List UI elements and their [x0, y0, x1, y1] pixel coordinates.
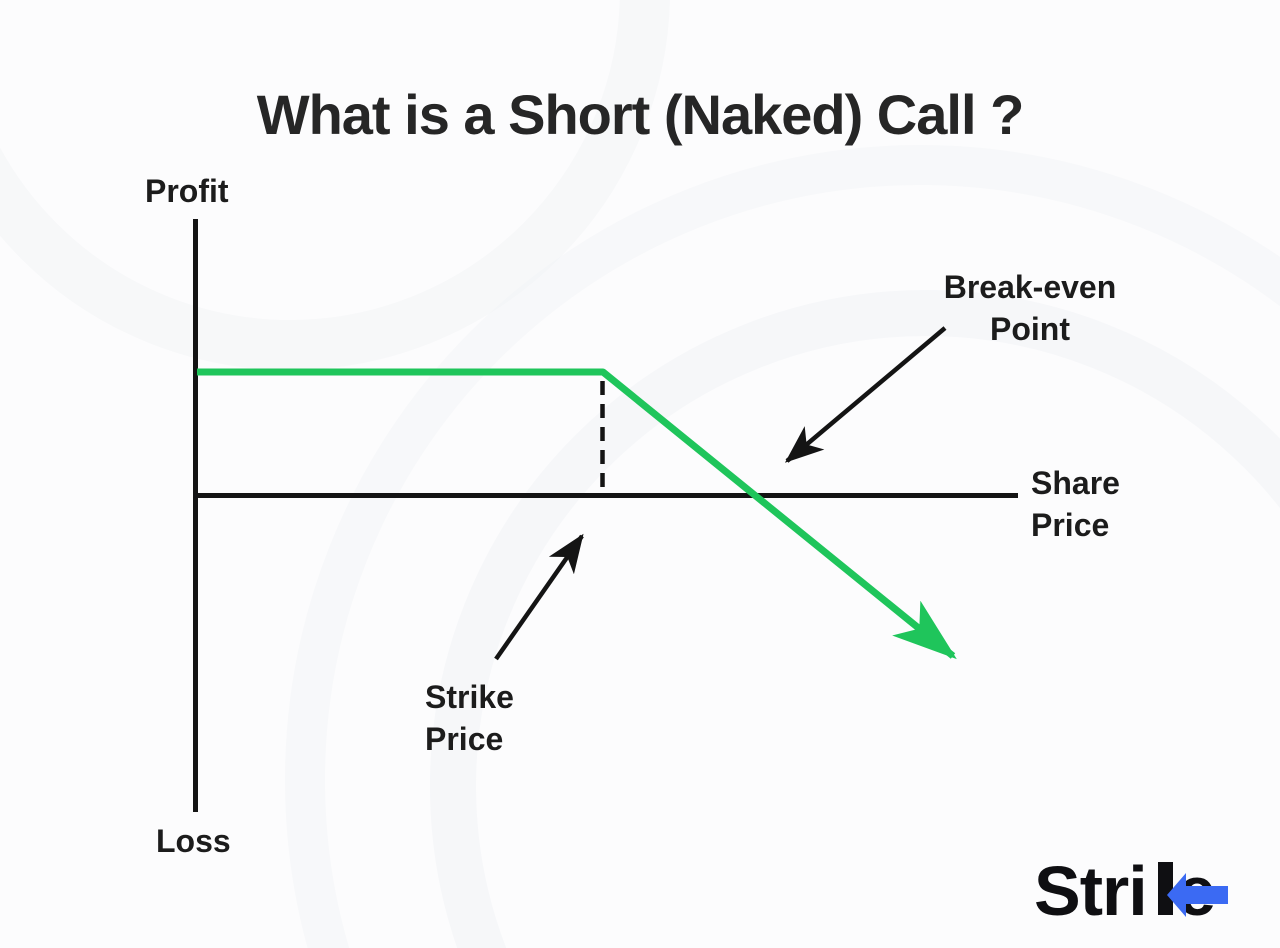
- x-axis-label-line1: Share: [1031, 465, 1120, 501]
- strike-price-label-line1: Strike: [425, 679, 514, 715]
- strike-price-label: Strike Price: [425, 676, 514, 760]
- y-axis-loss-label: Loss: [156, 823, 231, 859]
- breakeven-pointer-arrow: [784, 326, 947, 463]
- x-axis-label: Share Price: [1031, 462, 1120, 546]
- page-title: What is a Short (Naked) Call ?: [256, 82, 1025, 146]
- payoff-line: [197, 368, 957, 660]
- strike-pointer-arrow: [494, 533, 584, 661]
- breakeven-label-line1: Break-even: [943, 269, 1117, 305]
- logo-text-left: Stri: [1034, 852, 1147, 930]
- strike-price-label-line2: Price: [425, 721, 504, 757]
- breakeven-label: Break-even Point: [905, 266, 1155, 350]
- logo-k-stem: [1158, 862, 1173, 915]
- y-axis-profit-label: Profit: [145, 173, 229, 209]
- logo-arrow-icon: [1167, 873, 1228, 917]
- breakeven-label-line2: Point: [990, 311, 1070, 347]
- strike-logo: Stri e: [1034, 852, 1228, 930]
- x-axis-label-line2: Price: [1031, 507, 1110, 543]
